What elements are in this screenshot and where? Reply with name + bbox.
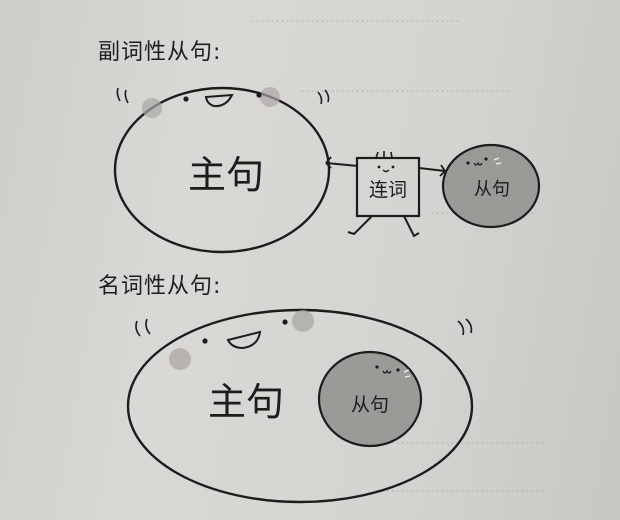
bleed-through-text: …………………………………… bbox=[250, 8, 460, 26]
conjunction-character bbox=[347, 151, 446, 238]
nominal-main-clause-label: 主句 bbox=[208, 380, 284, 424]
nominal-sub-clause-ball bbox=[317, 350, 423, 448]
adverbial-main-clause-label: 主句 bbox=[188, 153, 264, 197]
nominal-clause-heading: 名词性从句: bbox=[98, 274, 222, 299]
adverbial-sub-clause-label: 从句 bbox=[474, 179, 510, 200]
connective-left-arm bbox=[325, 156, 359, 169]
nominal-main-clause-blob bbox=[126, 308, 474, 504]
conjunction-label: 连词 bbox=[369, 179, 407, 201]
adverbial-clause-heading: 副词性从句: bbox=[98, 40, 222, 65]
bleed-through-text: …………………………… bbox=[380, 478, 545, 496]
adverbial-main-clause-blob bbox=[113, 86, 331, 254]
nominal-sub-clause-label: 从句 bbox=[351, 394, 389, 416]
adverbial-sub-clause-ball bbox=[441, 143, 541, 229]
bleed-through-text: …………………………………… bbox=[300, 78, 510, 96]
